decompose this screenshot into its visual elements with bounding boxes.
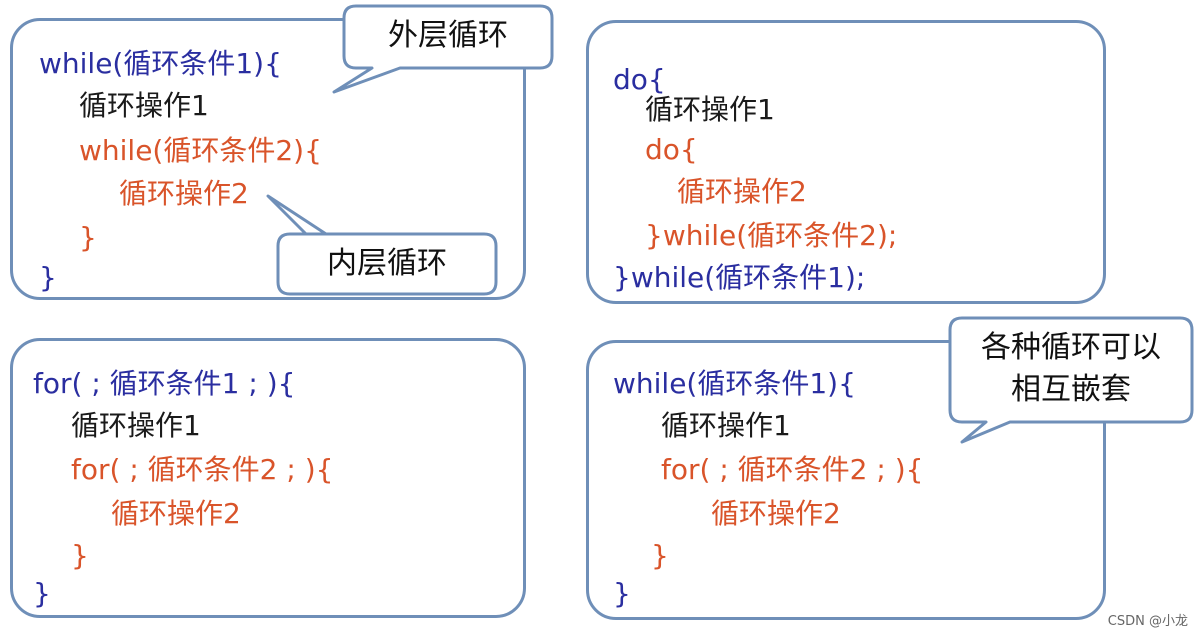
callout-inner-loop-shape xyxy=(266,194,498,296)
code-line: 循环操作1 xyxy=(79,89,209,122)
code-line: } xyxy=(79,221,97,254)
code-line: 循环操作2 xyxy=(711,497,841,530)
code-line: for( ; 循环条件2 ; ){ xyxy=(661,453,924,486)
code-line: while(循环条件1){ xyxy=(39,47,282,80)
code-line: 循环操作2 xyxy=(677,175,807,208)
code-line: 循环操作1 xyxy=(71,409,201,442)
code-line: }while(循环条件1); xyxy=(613,261,866,294)
code-line: 循环操作1 xyxy=(661,409,791,442)
code-line: } xyxy=(39,261,57,294)
code-line: for( ; 循环条件1 ; ){ xyxy=(33,367,296,400)
code-line: 循环操作1 xyxy=(645,93,775,126)
code-line: do{ xyxy=(645,133,698,166)
panel-do-while-nested: do{ 循环操作1 do{ 循环操作2 }while(循环条件2); }whil… xyxy=(586,20,1106,304)
code-line: 循环操作2 xyxy=(111,497,241,530)
code-line: } xyxy=(613,577,631,610)
code-line: do{ xyxy=(613,63,666,96)
code-line: for( ; 循环条件2 ; ){ xyxy=(71,453,334,486)
callout-inner-loop-text: 内层循环 xyxy=(327,246,447,281)
callout-mixed-shape xyxy=(948,316,1194,444)
callout-outer-loop-shape xyxy=(332,4,554,94)
code-line: }while(循环条件2); xyxy=(645,219,898,252)
code-line: } xyxy=(651,539,669,572)
callout-mixed-text-line1: 各种循环可以 xyxy=(981,330,1161,365)
callout-outer-loop-text: 外层循环 xyxy=(388,18,508,53)
callout-mixed-text-line2: 相互嵌套 xyxy=(1011,372,1131,407)
code-line: 循环操作2 xyxy=(119,177,249,210)
code-line: while(循环条件1){ xyxy=(613,367,856,400)
code-line: } xyxy=(71,539,89,572)
panel-for-nested: for( ; 循环条件1 ; ){ 循环操作1 for( ; 循环条件2 ; )… xyxy=(10,338,526,618)
watermark: CSDN @小龙 xyxy=(1107,614,1188,629)
code-line: while(循环条件2){ xyxy=(79,134,322,167)
code-line: } xyxy=(33,577,51,610)
